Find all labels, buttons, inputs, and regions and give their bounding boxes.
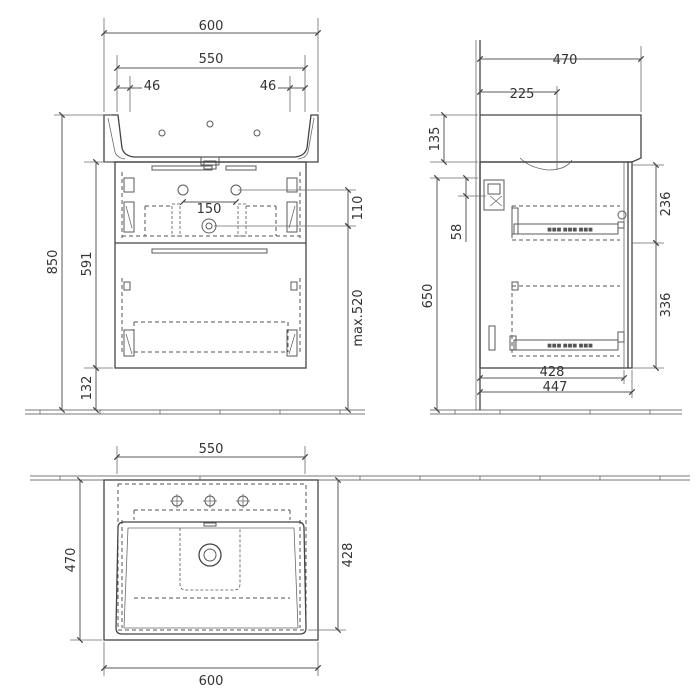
dim-top-470: 470 bbox=[64, 476, 102, 644]
top-view: 550 600 470 428 bbox=[30, 442, 690, 689]
dim-label-336: 336 bbox=[659, 293, 674, 318]
dim-label-top-550: 550 bbox=[199, 442, 224, 457]
dim-front-max520: max.520 bbox=[344, 222, 366, 414]
side-view: ■■■ ■■■ ■■■ ■■■ ■■■ ■■■ 470 225 bbox=[421, 40, 682, 415]
dim-label-470: 470 bbox=[553, 53, 578, 68]
lower-drawer-internals bbox=[121, 278, 301, 357]
upper-drawer-internals bbox=[121, 172, 301, 238]
dim-label-550: 550 bbox=[199, 52, 224, 67]
tap-hole-center bbox=[206, 120, 214, 128]
side-cabinet bbox=[479, 161, 633, 369]
dim-top-428: 428 bbox=[308, 476, 356, 634]
dim-front-550: 550 bbox=[113, 52, 309, 112]
dim-label-850: 850 bbox=[46, 250, 61, 275]
dim-side-135: 135 bbox=[428, 111, 478, 166]
top-tap-holes bbox=[170, 494, 250, 508]
svg-text:■■■ ■■■ ■■■: ■■■ ■■■ ■■■ bbox=[547, 343, 593, 349]
dim-label-135: 135 bbox=[428, 127, 443, 152]
dim-label-428: 428 bbox=[540, 365, 565, 380]
dim-side-650: 650 bbox=[421, 174, 478, 414]
dim-side-236: 236 bbox=[632, 161, 674, 247]
dim-top-550: 550 bbox=[113, 442, 309, 474]
dim-label-top-470: 470 bbox=[64, 548, 79, 573]
top-drain bbox=[198, 543, 222, 567]
dim-side-58: 58 bbox=[450, 174, 486, 242]
lower-drawer-handle bbox=[151, 248, 268, 254]
dim-label-46-left: 46 bbox=[144, 79, 161, 94]
dim-label-236: 236 bbox=[659, 192, 674, 217]
front-floor bbox=[25, 409, 365, 415]
dim-label-top-428: 428 bbox=[341, 543, 356, 568]
dim-label-58: 58 bbox=[450, 224, 465, 241]
tap-hole-right bbox=[253, 129, 261, 137]
dim-front-150: 150 bbox=[179, 198, 240, 217]
dim-front-46: 46 46 bbox=[113, 76, 309, 112]
dim-side-336: 336 bbox=[632, 239, 674, 372]
dim-label-600: 600 bbox=[199, 19, 224, 34]
dim-front-591: 591 bbox=[80, 158, 113, 372]
top-basin-bowl bbox=[115, 521, 307, 635]
siphon-bracket bbox=[483, 179, 505, 211]
dim-side-225: 225 bbox=[476, 86, 561, 170]
upper-drawer-handle bbox=[151, 165, 213, 171]
front-basin-outline bbox=[103, 114, 319, 163]
dim-front-850: 850 bbox=[46, 111, 112, 414]
dim-front-110: 110 bbox=[214, 186, 366, 230]
dim-label-max520: max.520 bbox=[351, 289, 366, 346]
dim-label-46-right: 46 bbox=[260, 79, 277, 94]
svg-text:■■■ ■■■ ■■■: ■■■ ■■■ ■■■ bbox=[547, 227, 593, 233]
dim-side-447: 447 bbox=[476, 370, 636, 398]
side-upper-drawer: ■■■ ■■■ ■■■ bbox=[511, 205, 627, 241]
side-floor bbox=[430, 409, 682, 415]
side-basin-outline bbox=[480, 114, 642, 163]
dim-label-110: 110 bbox=[351, 196, 366, 221]
dim-label-top-600: 600 bbox=[199, 674, 224, 689]
dim-label-447: 447 bbox=[543, 380, 568, 395]
dim-label-591: 591 bbox=[80, 252, 95, 277]
dim-front-132: 132 bbox=[80, 364, 100, 414]
front-cabinet bbox=[114, 161, 307, 369]
dim-top-600: 600 bbox=[100, 642, 322, 689]
dim-side-428: 428 bbox=[476, 365, 628, 384]
tap-hole-left bbox=[158, 129, 166, 137]
dim-label-225: 225 bbox=[510, 87, 535, 102]
dim-label-132: 132 bbox=[80, 376, 95, 401]
side-lower-drawer: ■■■ ■■■ ■■■ bbox=[509, 281, 625, 357]
dim-label-650: 650 bbox=[421, 284, 436, 309]
dim-label-150: 150 bbox=[197, 202, 222, 217]
front-view: 600 550 46 46 150 1 bbox=[25, 18, 366, 415]
dim-front-600: 600 bbox=[100, 18, 322, 112]
dim-side-470: 470 bbox=[476, 46, 645, 112]
top-basin-outline bbox=[103, 479, 319, 641]
